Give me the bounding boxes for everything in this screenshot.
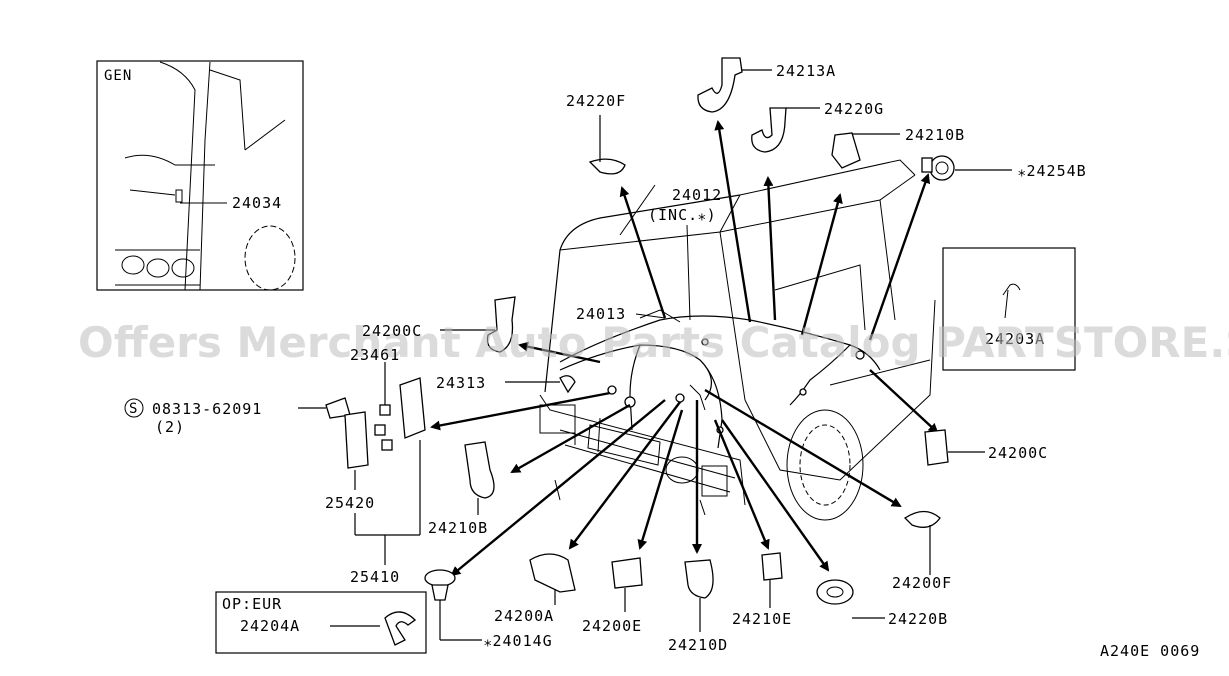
part-24200C-label[interactable]: 24200C (988, 444, 1048, 462)
part-24012-note: (INC.⁎) (648, 206, 717, 224)
part-24200A-label[interactable]: 24200A (494, 607, 554, 625)
inset-eur-label: OP:EUR (222, 595, 282, 613)
part-25420-label[interactable]: 25420 (325, 494, 375, 512)
part-24210E-label[interactable]: 24210E (732, 610, 792, 628)
part-24220F-icon (588, 158, 626, 175)
part-23461-icon (399, 377, 426, 439)
inset-gen: GEN 24034 (96, 60, 304, 291)
part-24200F-label[interactable]: 24200F (892, 574, 952, 592)
part-24210B-top-icon (831, 132, 861, 169)
part-24313-label[interactable]: 24313 (436, 374, 486, 392)
part-08313-qty: (2) (155, 418, 185, 436)
part-24220B-label[interactable]: 24220B (888, 610, 948, 628)
part-24203A-label[interactable]: 24203A (985, 330, 1045, 348)
inset-gen-label: GEN (104, 68, 132, 84)
part-23461-label[interactable]: 23461 (350, 346, 400, 364)
part-24012-label[interactable]: 24012 (672, 186, 722, 204)
part-24200-icon (486, 296, 516, 353)
part-24200E-icon (611, 557, 643, 589)
part-24210E-icon (761, 552, 783, 581)
part-24200-label[interactable]: 24200C (362, 322, 422, 340)
leader-lines (298, 69, 1012, 641)
part-24254B-label[interactable]: ⁎24254B (1018, 162, 1087, 180)
part-24200E-label[interactable]: 24200E (582, 617, 642, 635)
part-shapes (325, 57, 955, 632)
part-24200A-icon (529, 553, 576, 593)
inset-right: 24203A (942, 247, 1076, 371)
inset-eur: OP:EUR 24204A (215, 591, 427, 654)
part-24204A-label[interactable]: 24204A (240, 617, 300, 635)
part-25420-icon (344, 411, 369, 469)
part-24210B-low-icon (464, 441, 495, 499)
part-24254B-icon (929, 155, 955, 181)
part-08313-label[interactable]: 08313-62091 (152, 400, 262, 418)
part-24220F-label[interactable]: 24220F (566, 92, 626, 110)
part-24220G-label[interactable]: 24220G (824, 100, 884, 118)
part-24013-label[interactable]: 24013 (576, 305, 626, 323)
diagram-code: A240E 0069 (1100, 642, 1200, 660)
part-24014G-label[interactable]: ⁎24014G (484, 632, 553, 650)
part-24200C-icon (924, 429, 949, 466)
part-08313-prefix-circle (124, 398, 144, 418)
part-labels: 24213A 24220G 24210B ⁎24254B 24220F 2401… (124, 62, 1200, 660)
pointer-arrows (430, 120, 939, 577)
part-24014G-icon (424, 569, 456, 587)
part-24200F-icon (903, 510, 941, 528)
part-24220G-icon (751, 107, 787, 153)
part-24220B-icon (816, 579, 854, 605)
part-24213A-label[interactable]: 24213A (776, 62, 836, 80)
watermark-text: Offers Merchant Auto Parts Catalog PARTS… (78, 318, 1229, 367)
part-24313-icon (559, 375, 576, 394)
part-08313-prefix: S (129, 401, 138, 417)
part-24210D-label[interactable]: 24210D (668, 636, 728, 654)
part-24210B-top-label[interactable]: 24210B (905, 126, 965, 144)
part-24210D-icon (684, 559, 714, 599)
part-24213A-icon (697, 57, 743, 113)
part-25410-label[interactable]: 25410 (350, 568, 400, 586)
part-24034-label[interactable]: 24034 (232, 194, 282, 212)
part-24210B-low-label[interactable]: 24210B (428, 519, 488, 537)
part-24204A-icon (384, 611, 417, 646)
